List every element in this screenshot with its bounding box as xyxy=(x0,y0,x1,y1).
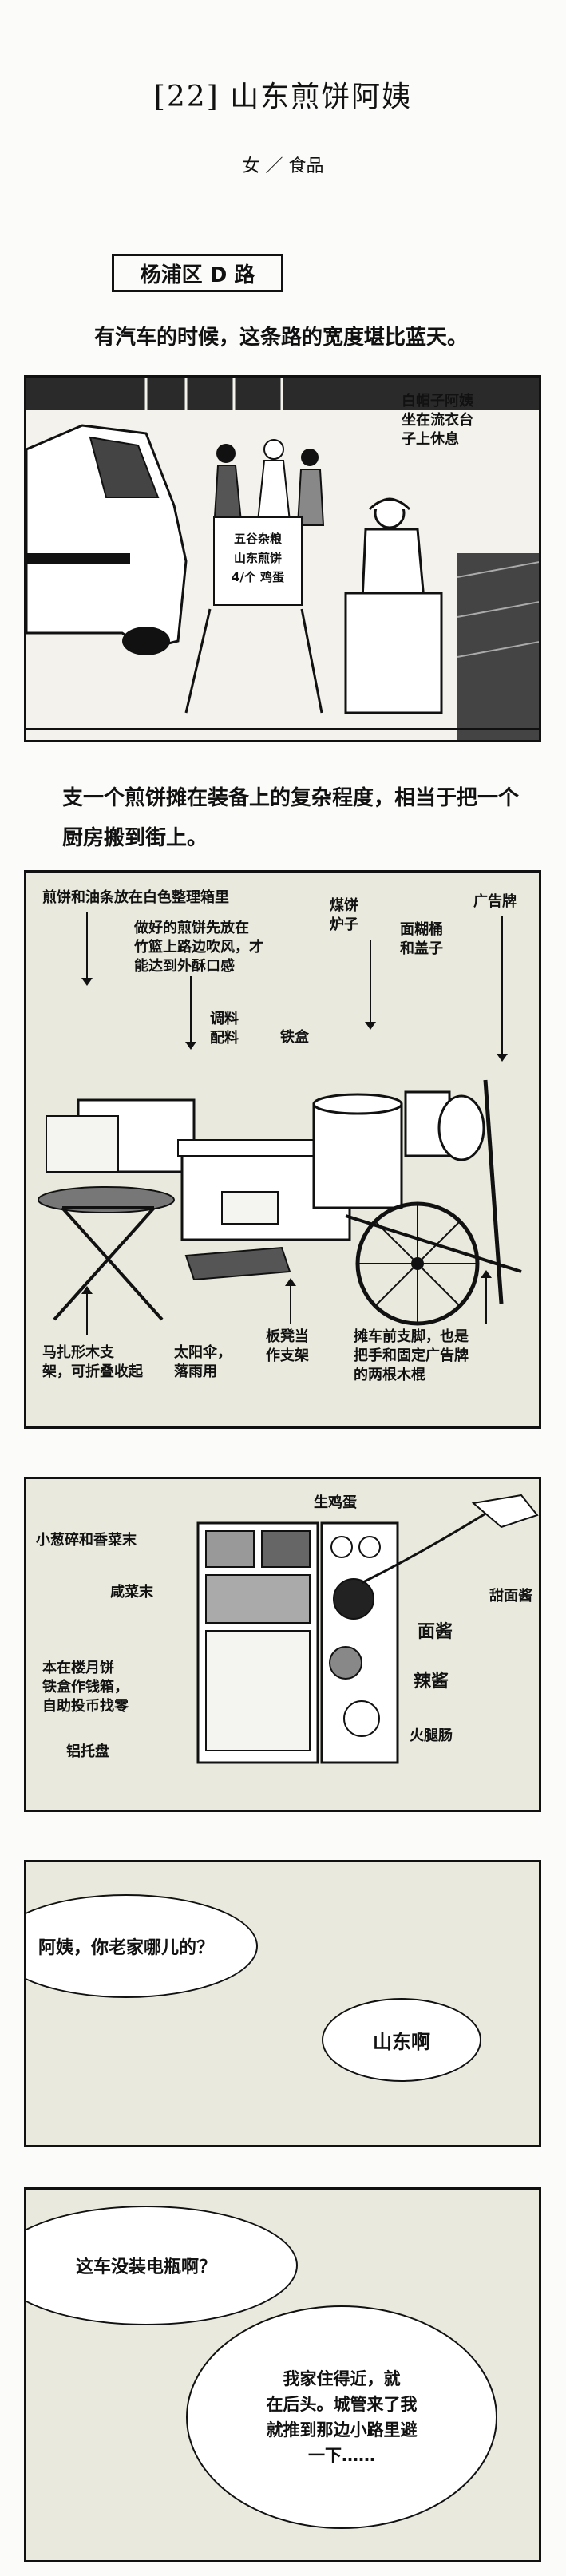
speech-bubble-answer: 山东啊 xyxy=(322,1998,481,2082)
label-box: 煎饼和油条放在白色整理箱里 xyxy=(42,889,229,906)
label-tray: 铝托盘 xyxy=(66,1743,109,1760)
page-subtitle: 女 ／ 食品 xyxy=(242,156,324,176)
stall-equipment-illustration xyxy=(38,1079,522,1326)
label-flour-sauce: 面酱 xyxy=(418,1622,453,1642)
arrow-cart xyxy=(481,1270,492,1324)
arrow-stand xyxy=(81,1286,93,1335)
stall-sign: 五谷杂粮 山东煎饼 4/个 鸡蛋 xyxy=(231,532,285,584)
speech-bubble-answer: 我家住得近，就 在后头。城管来了我 就推到那边小路里避 一下…… xyxy=(186,2305,497,2529)
location-label: 杨浦区 D 路 xyxy=(112,254,283,292)
label-table: 板凳当 作支架 xyxy=(266,1328,309,1364)
label-iron-box: 铁盒 xyxy=(280,1029,309,1046)
label-sauce: 调料 配料 xyxy=(210,1011,239,1047)
label-scallion: 小葱碎和香菜末 xyxy=(36,1532,137,1549)
arrow-box xyxy=(81,912,93,986)
speech-bubble-question: 这车没装电瓶啊？ xyxy=(26,2206,298,2325)
label-batter: 面糊桶 和盖子 xyxy=(400,921,443,957)
panel-street-scene: 白帽子阿姨 坐在流衣台 子上休息 五谷杂粮 山东煎饼 4/个 鸡蛋 xyxy=(24,375,541,742)
label-tin-cashbox: 本在楼月饼 铁盒作钱箱， 自助投币找零 xyxy=(42,1660,129,1715)
label-ham: 火腿肠 xyxy=(410,1727,453,1744)
label-sweet-sauce: 甜面酱 xyxy=(489,1588,532,1605)
label-umbrella: 太阳伞， 落雨用 xyxy=(174,1344,232,1380)
label-bamboo-tray: 做好的煎饼先放在 竹篮上路边吹风，才 能达到外酥口感 xyxy=(134,920,263,975)
ingredient-tray-illustration xyxy=(196,1494,539,1764)
panel-dialogue-battery: 这车没装电瓶啊？ 我家住得近，就 在后头。城管来了我 就推到那边小路里避 一下…… xyxy=(24,2187,541,2562)
label-folding-stand: 马扎形木支 架，可折叠收起 xyxy=(42,1344,143,1380)
panel-ingredient-tray: 生鸡蛋 小葱碎和香菜末 咸菜末 本在楼月饼 铁盒作钱箱， 自助投币找零 铝托盘 … xyxy=(24,1477,541,1812)
label-egg: 生鸡蛋 xyxy=(314,1494,357,1511)
arrow-stove xyxy=(365,940,376,1030)
page-title: [22] 山东煎饼阿姨 xyxy=(153,81,413,113)
label-ad-sign: 广告牌 xyxy=(473,893,517,910)
label-cart-handles: 摊车前支脚，也是 把手和固定广告牌 的两根木棍 xyxy=(354,1328,469,1383)
panel-stall-equipment: 煎饼和油条放在白色整理箱里 做好的煎饼先放在 竹篮上路边吹风，才 能达到外酥口感… xyxy=(24,870,541,1429)
panel-dialogue-hometown: 阿姨，你老家哪儿的？ 山东啊 xyxy=(24,1860,541,2147)
arrow-table xyxy=(285,1278,296,1324)
speech-bubble-question: 阿姨，你老家哪儿的？ xyxy=(26,1894,258,1998)
narration-1: 有汽车的时候，这条路的宽度堪比蓝天。 xyxy=(94,326,469,350)
label-stove: 煤饼 炉子 xyxy=(330,897,358,933)
arrow-sign xyxy=(497,916,508,1062)
narration-2: 支一个煎饼摊在装备上的复杂程度，相当于把一个厨房搬到街上。 xyxy=(62,786,520,850)
label-pickle: 咸菜末 xyxy=(110,1584,153,1601)
label-auntie-resting: 白帽子阿姨 坐在流衣台 子上休息 xyxy=(402,393,473,448)
label-chili-sauce: 辣酱 xyxy=(414,1672,449,1692)
arrow-bamboo xyxy=(185,976,196,1050)
street-scene-illustration xyxy=(26,378,539,740)
